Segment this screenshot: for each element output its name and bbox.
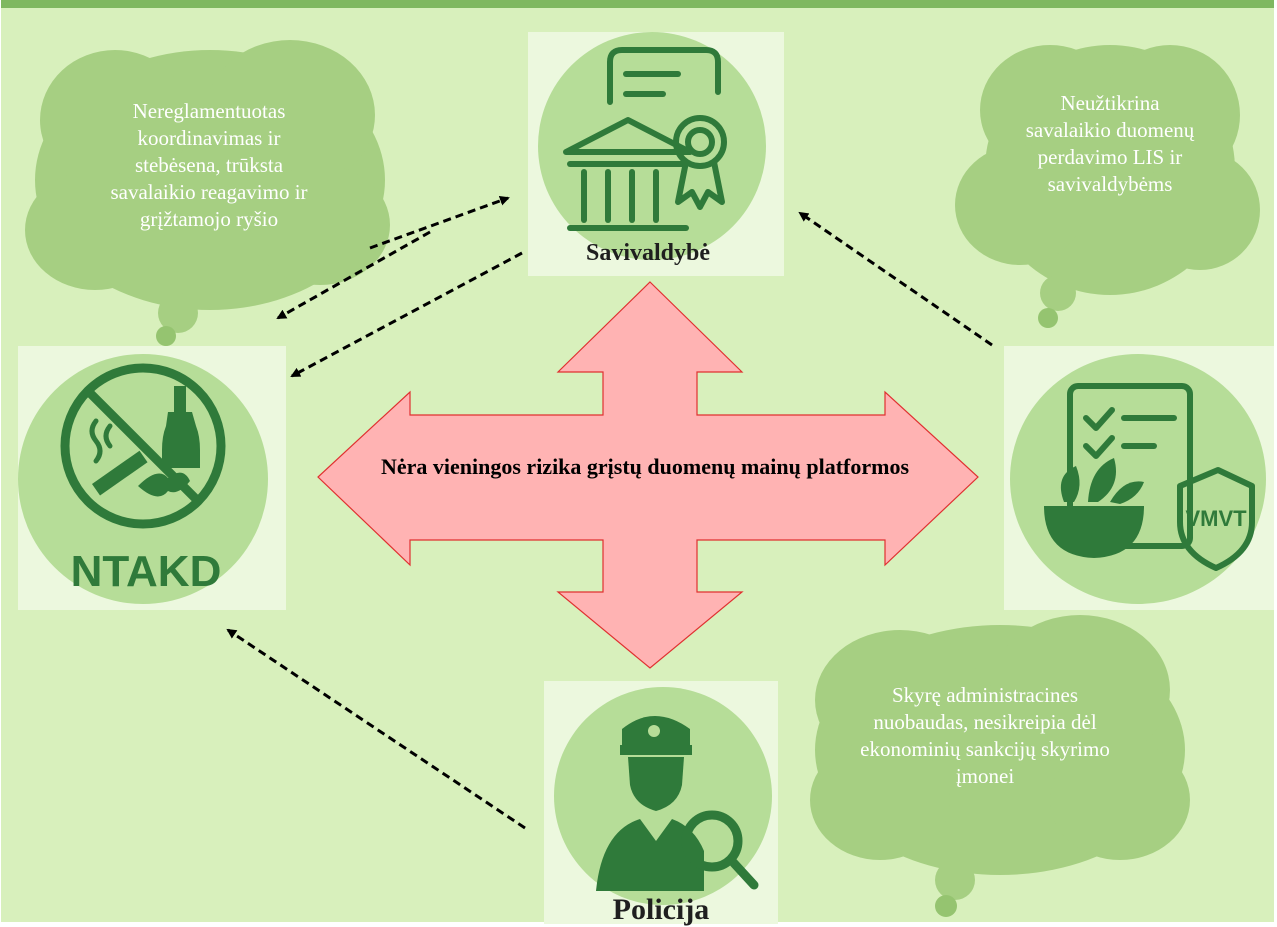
node-disc <box>18 354 268 604</box>
bubble-text-top-left: Nereglamentuotas koordinavimas ir stebės… <box>110 99 308 231</box>
four-way-arrow <box>317 281 979 669</box>
node-policija: Policija <box>544 681 778 926</box>
food-checklist-shield-icon: VMVT <box>1044 383 1255 571</box>
thought-bubble-top-right <box>955 45 1260 328</box>
central-arrow-text: Nėra vieningos rizika grįstų duomenų mai… <box>380 454 910 479</box>
municipality-building-certificate-icon <box>563 47 727 231</box>
bubble-text-bottom-right: Skyrę administracines nuobaudas, nesikre… <box>860 683 1110 788</box>
arrow-savivaldybe-to-ntakd-2 <box>290 251 523 378</box>
arrow-savivaldybe-to-bubble <box>369 196 510 250</box>
node-label: Savivaldybė <box>585 240 711 266</box>
node-ntakd: NTAKD <box>18 346 286 610</box>
police-officer-magnifier-icon <box>596 716 759 891</box>
bubble-text-top-right: Neužtikrina savalaikio duomenų perdavimo… <box>1025 91 1195 196</box>
arrow-policija-to-ntakd <box>226 628 526 830</box>
arrow-savivaldybe-to-ntakd-1 <box>276 230 431 320</box>
no-tobacco-alcohol-drugs-icon: NTAKD <box>60 363 226 596</box>
node-label: Policija <box>612 893 710 926</box>
node-label-graphic: VMVT <box>1185 506 1247 531</box>
node-vmvt: VMVT <box>1004 346 1274 610</box>
thought-bubble-bottom-right <box>810 615 1190 917</box>
thought-bubble-top-left <box>25 40 390 346</box>
node-savivaldybe: Savivaldybė <box>528 32 784 276</box>
node-label-graphic: NTAKD <box>71 547 222 596</box>
